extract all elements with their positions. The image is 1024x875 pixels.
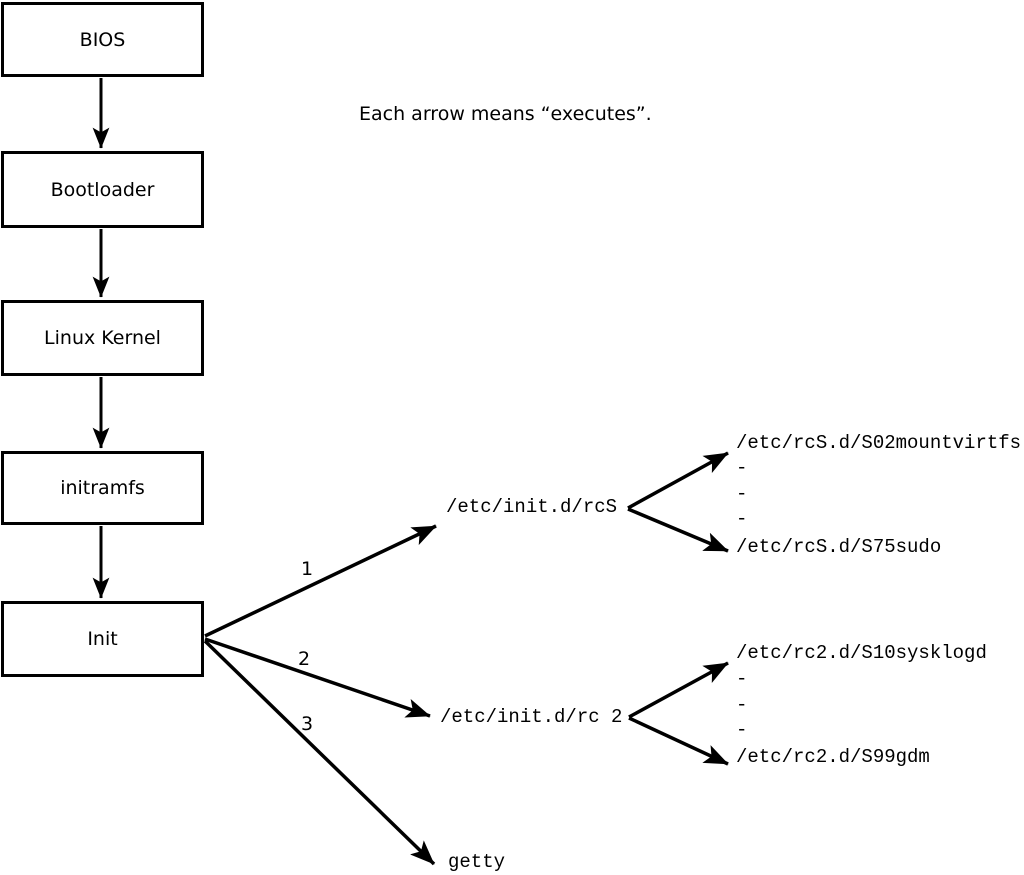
- box-init-label: Init: [87, 628, 118, 650]
- note-arrow-meaning: Each arrow means “executes”.: [359, 103, 652, 125]
- branch-3-number: 3: [301, 713, 314, 735]
- leaf-rc2-s99gdm: /etc/rc2.d/S99gdm: [736, 746, 930, 768]
- node-etc-init-d-rc2: /etc/init.d/rc 2: [440, 706, 623, 728]
- branch-2-number: 2: [298, 648, 311, 670]
- box-initramfs: initramfs: [1, 451, 204, 525]
- leaf-rcs-dash-2: -: [736, 483, 748, 505]
- leaf-rc2-dash-2: -: [736, 694, 748, 716]
- leaf-rc2-dash-1: -: [736, 668, 748, 690]
- node-etc-init-d-rcs: /etc/init.d/rcS: [446, 496, 618, 518]
- arrow-rcs-to-s02mountvirtfs: [627, 451, 729, 510]
- arrow-init-to-rc2: [204, 637, 431, 718]
- leaf-rcs-s75sudo: /etc/rcS.d/S75sudo: [736, 536, 942, 558]
- arrow-rc2-to-s99gdm: [628, 716, 729, 766]
- node-getty: getty: [448, 851, 506, 873]
- box-bootloader-label: Bootloader: [50, 178, 155, 201]
- arrow-rc2-to-s10sysklogd: [628, 661, 729, 719]
- leaf-rcs-dash-3: -: [736, 508, 748, 530]
- leaf-rc2-s10sysklogd: /etc/rc2.d/S10sysklogd: [736, 642, 987, 664]
- box-initramfs-label: initramfs: [60, 477, 145, 499]
- box-bios-label: BIOS: [79, 28, 126, 51]
- leaf-rcs-s02mountvirtfs: /etc/rcS.d/S02mountvirtfs: [736, 432, 1022, 454]
- box-linux-kernel: Linux Kernel: [1, 300, 204, 376]
- box-init: Init: [1, 601, 204, 677]
- box-linux-kernel-label: Linux Kernel: [44, 327, 161, 349]
- box-bios: BIOS: [1, 2, 204, 77]
- arrow-init-to-rcs: [204, 524, 437, 638]
- leaf-rcs-dash-1: -: [736, 457, 748, 479]
- box-bootloader: Bootloader: [1, 151, 204, 228]
- arrow-init-to-getty: [203, 639, 436, 866]
- branch-1-number: 1: [301, 558, 314, 580]
- leaf-rc2-dash-3: -: [736, 719, 748, 741]
- arrow-rcs-to-s75sudo: [627, 507, 729, 553]
